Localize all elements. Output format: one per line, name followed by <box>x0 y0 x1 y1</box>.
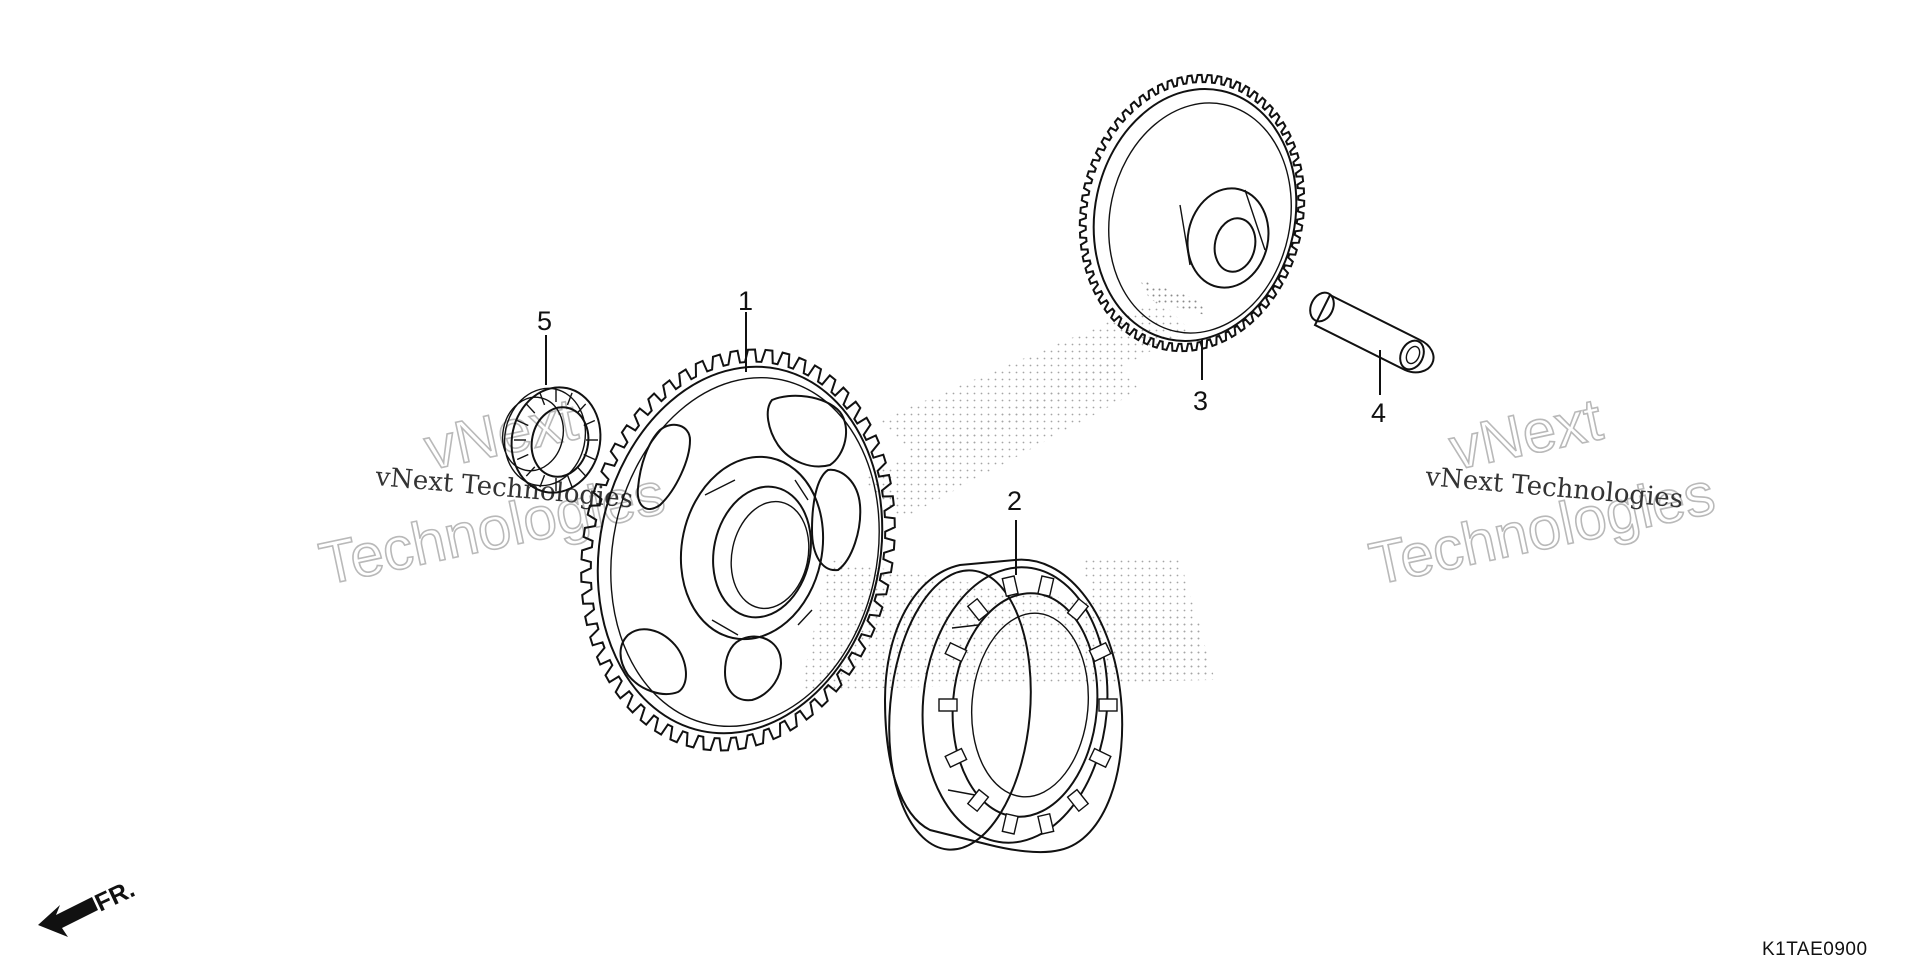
clutch-sprag <box>1001 812 1019 835</box>
diagram-code: K1TAE0900 <box>1762 939 1868 960</box>
bearing-needle <box>583 419 596 427</box>
front-direction-label: FR. <box>91 875 139 917</box>
clutch-sprag <box>966 597 990 622</box>
watermark-left: vNext Technologies vNext Technologies <box>313 384 671 598</box>
part-number-1[interactable]: 1 <box>738 286 753 316</box>
part-number-2[interactable]: 2 <box>1007 486 1022 516</box>
bearing-needle <box>516 453 529 461</box>
bearing-needle <box>566 474 573 488</box>
bearing-needle <box>539 474 546 488</box>
clutch-sprag <box>944 641 968 663</box>
clutch-sprag <box>1066 788 1090 813</box>
clutch-sprag <box>1037 812 1055 835</box>
part-number-3[interactable]: 3 <box>1193 386 1208 416</box>
clutch-sprag <box>1066 597 1090 622</box>
bearing-needle <box>516 419 529 427</box>
leader-lines <box>545 312 1381 575</box>
bearing-needle <box>583 453 596 461</box>
reduction-gear-shaft <box>1309 291 1435 374</box>
starter-driven-gear <box>580 348 896 752</box>
clutch-sprag <box>966 788 990 813</box>
front-direction-arrow: FR. <box>38 875 139 937</box>
bearing-needle <box>576 466 587 477</box>
clutch-sprag <box>1088 641 1112 663</box>
watermark-right: vNext Technologies vNext Technologies <box>1363 384 1721 598</box>
one-way-clutch <box>883 558 1124 854</box>
bearing-needle <box>566 392 573 406</box>
clutch-sprag <box>1001 575 1019 598</box>
reduction-gear <box>1078 73 1306 353</box>
clutch-sprag <box>1098 698 1118 712</box>
needle-bearing <box>501 386 602 494</box>
part-number-5[interactable]: 5 <box>537 306 552 336</box>
bearing-needle <box>576 403 587 414</box>
bearing-needle <box>525 403 536 414</box>
part-number-4[interactable]: 4 <box>1371 398 1386 428</box>
clutch-sprag <box>1088 747 1112 769</box>
clutch-sprag <box>944 747 968 769</box>
clutch-sprag <box>1037 575 1055 598</box>
clutch-sprag <box>938 698 958 712</box>
